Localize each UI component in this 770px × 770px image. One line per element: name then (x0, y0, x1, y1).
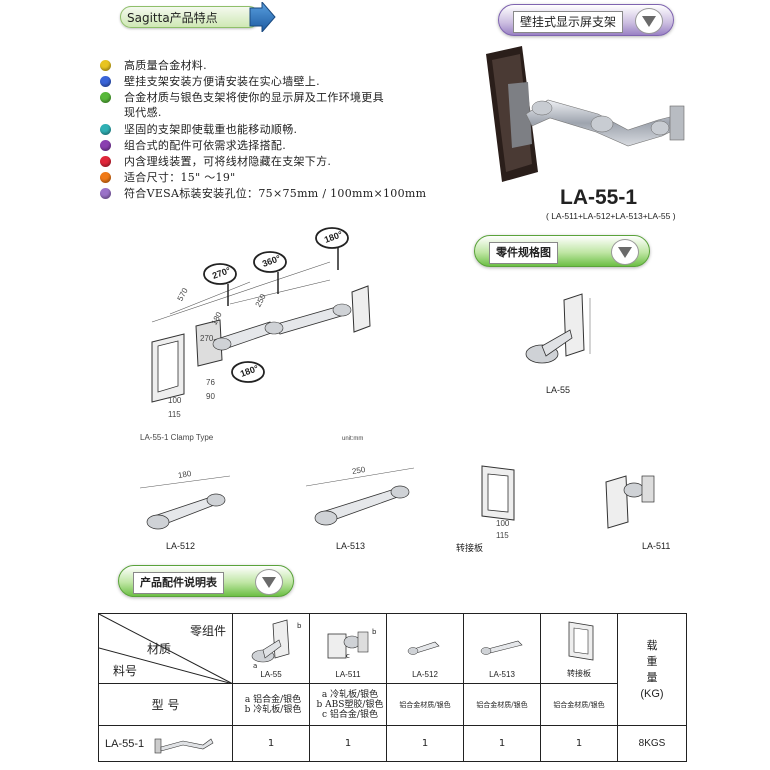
bullet-icon (100, 124, 111, 135)
part-cell-la511: b c LA-511 (309, 613, 387, 684)
arrow-right-icon (249, 2, 276, 32)
table-row: 型 号 a 铝合金/银色 b 冷轧板/银色 a 冷轧板/银色 b ABS塑胶/银… (98, 683, 687, 726)
load-label-3: 量 (646, 670, 658, 684)
part-name-adapter: 转接板 (567, 669, 591, 678)
feature-item-continued: 现代感. (124, 106, 162, 119)
load-value: 8KGS (617, 725, 687, 762)
callout-b: b (297, 622, 302, 630)
material-cell-la513: 铝合金材质/银色 (463, 683, 541, 726)
la-511-label: LA-511 (642, 541, 671, 551)
assembly-thumbnail (154, 738, 214, 753)
corner-item-label: 料号 (113, 664, 138, 678)
chevron-down-icon (635, 8, 663, 34)
part-name-la55: LA-55 (260, 670, 282, 679)
la-511-drawing (605, 475, 655, 529)
bullet-icon (100, 92, 111, 103)
part-name-la513: LA-513 (489, 670, 515, 679)
brand-features-tab: Sagitta产品特点 (120, 6, 260, 28)
clamp-type-label: LA-55-1 Clamp Type (140, 433, 214, 442)
feature-item: 高质量合金材料. (100, 58, 480, 74)
dimension-76: 76 (206, 378, 215, 387)
quantity-adapter: 1 (540, 725, 618, 762)
la-512-label: LA-512 (166, 541, 196, 551)
material-cell-la512: 铝合金材质/银色 (386, 683, 464, 726)
quantity-la513: 1 (463, 725, 541, 762)
la-512-thumbnail (407, 641, 440, 655)
feature-item: 符合VESA标装安装孔位：75×75mm / 100mm×100mm (100, 186, 480, 202)
bullet-icon (100, 76, 111, 87)
adapter-dimension-115: 115 (496, 531, 509, 540)
bullet-icon (100, 172, 111, 183)
accessories-tab: 产品配件说明表 (118, 565, 294, 597)
part-cell-la513: LA-513 (463, 613, 541, 684)
chevron-down-icon (255, 569, 283, 595)
callout-c: c (346, 652, 350, 660)
corner-material-label: 材质 (147, 642, 172, 656)
dimension-270: 270 (200, 334, 214, 343)
bullet-icon (100, 60, 111, 71)
feature-item: 内含理线装置，可将线材隐藏在支架下方. (100, 154, 480, 170)
feature-item: 壁挂支架安装方便请安装在实心墙壁上. (100, 74, 480, 90)
table-corner-cell: 零组件 材质 料号 (98, 613, 233, 684)
corner-parts-label: 零组件 (189, 624, 226, 638)
la-512-drawing (139, 475, 231, 530)
part-name-la511: LA-511 (335, 670, 361, 679)
adapter-plate-label: 转接板 (456, 543, 484, 553)
feature-item: 合金材质与银色支架将使你的显示屏及工作环境更具 (100, 90, 480, 106)
part-cell-la512: LA-512 (386, 613, 464, 684)
la-513-drawing (305, 467, 415, 526)
feature-item: 坚固的支架即使载重也能移动顺畅. (100, 122, 480, 138)
adapter-plate-thumbnail (568, 621, 594, 661)
la-55-label: LA-55 (546, 385, 571, 395)
dimension-100: 100 (168, 396, 182, 405)
feature-item: 适合尺寸：15" ～19" (100, 170, 480, 186)
quantity-la511: 1 (309, 725, 387, 762)
la-55-thumbnail (251, 619, 290, 663)
load-label-2: 重 (646, 654, 658, 668)
quantity-la55: 1 (232, 725, 310, 762)
la-55-drawing (525, 293, 591, 364)
part-cell-adapter: 转接板 (540, 613, 618, 684)
callout-a: a (253, 662, 258, 670)
load-header-cell: 载 重 量 (KG) (617, 613, 687, 726)
table-row: LA-55-1 1 1 1 1 1 8KGS (98, 725, 687, 762)
product-photo (486, 46, 685, 182)
unit-label: unit:mm (342, 436, 364, 442)
material-cell-adapter: 铝合金材质/银色 (540, 683, 618, 726)
dimension-115: 115 (168, 410, 181, 419)
adapter-dimension-100: 100 (496, 519, 510, 528)
row-model-name: LA-55-1 (105, 737, 145, 750)
table-row: 零组件 材质 料号 b a LA-55 b c LA-511 (98, 613, 687, 726)
la-513-thumbnail (480, 640, 523, 655)
accessories-table: 零组件 材质 料号 b a LA-55 b c LA-511 (98, 613, 687, 762)
main-assembly-drawing (151, 227, 371, 403)
product-combination: ( LA-511+LA-512+LA-513+LA-55 ) (546, 211, 676, 221)
load-label-1: 载 (646, 638, 658, 652)
feature-item: 组合式的配件可依需求选择搭配. (100, 138, 480, 154)
row-model-cell: LA-55-1 (98, 725, 233, 762)
adapter-plate-drawing (481, 465, 515, 521)
callout-b: b (372, 628, 377, 636)
parts-spec-tab: 零件规格图 (474, 235, 650, 267)
part-name-la512: LA-512 (412, 670, 438, 679)
parts-spec-tab-label: 零件规格图 (489, 242, 558, 264)
wall-mount-tab: 壁挂式显示屏支架 (498, 4, 674, 36)
bullet-icon (100, 140, 111, 151)
diagonal-lines (99, 614, 233, 684)
part-cell-la55: b a LA-55 (232, 613, 310, 684)
bullet-icon (100, 188, 111, 199)
la-513-label: LA-513 (336, 541, 366, 551)
chevron-down-icon (611, 239, 639, 265)
load-unit: (KG) (640, 687, 664, 700)
la-511-thumbnail (327, 631, 369, 659)
model-header-cell: 型 号 (98, 683, 233, 726)
bullet-icon (100, 156, 111, 167)
product-model: LA-55-1 (560, 186, 638, 209)
material-cell-la55: a 铝合金/银色 b 冷轧板/银色 (232, 683, 310, 726)
material-cell-la511: a 冷轧板/银色 b ABS塑胶/银色 c 铝合金/银色 (309, 683, 387, 726)
accessories-tab-label: 产品配件说明表 (133, 572, 224, 594)
quantity-la512: 1 (386, 725, 464, 762)
dimension-90: 90 (206, 392, 215, 401)
wall-mount-tab-label: 壁挂式显示屏支架 (513, 11, 624, 33)
